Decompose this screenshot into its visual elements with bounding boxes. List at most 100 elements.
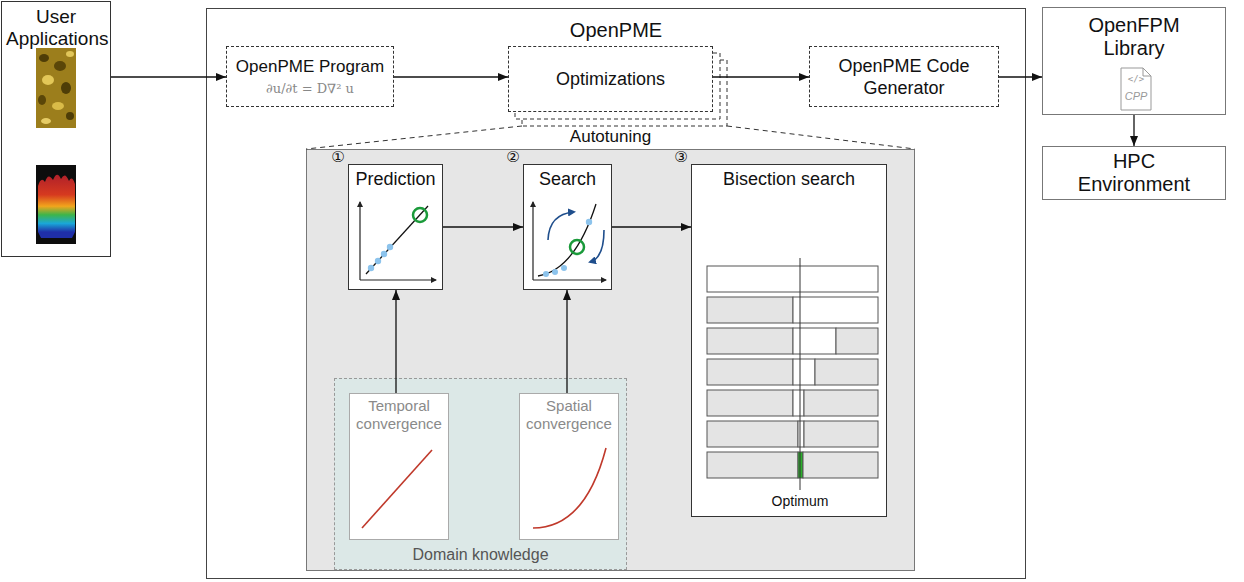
prediction-plot — [413, 208, 427, 222]
bisection-rows — [707, 266, 878, 292]
code-icon-text: </> — [1128, 74, 1144, 85]
bisection-rows — [798, 421, 804, 447]
bisection-rows — [836, 328, 878, 354]
bisection-rows — [804, 421, 878, 447]
foam-image — [36, 48, 76, 128]
process-box: OpenPME Code Generator — [809, 46, 999, 107]
node-label: User Applications — [6, 6, 106, 50]
knowledge-region: Domain knowledge Temporal convergence Spat… — [334, 378, 627, 570]
flow-arrow — [394, 76, 508, 77]
search-plot — [538, 204, 596, 276]
prediction-plot — [366, 206, 428, 274]
bisection-rows — [793, 390, 804, 416]
search-plot — [586, 219, 592, 225]
callout-number: ① — [331, 149, 344, 166]
zoom-line — [727, 126, 915, 149]
code-file-icon — [1143, 68, 1151, 76]
prediction-plot — [375, 258, 381, 264]
foam-image — [66, 112, 74, 120]
prediction-plot — [387, 244, 393, 250]
prediction-plot — [359, 202, 360, 280]
zoom-line — [306, 126, 522, 149]
simulation-image — [38, 175, 75, 232]
search-plot — [543, 271, 549, 277]
optimum-label: Optimum — [770, 493, 831, 510]
node-label: Temporal convergence — [354, 397, 444, 433]
flow-arrow — [1133, 115, 1134, 146]
node-label: OpenPME — [570, 18, 662, 42]
temporal-curve — [362, 450, 432, 528]
bisection-rows — [707, 328, 793, 354]
flow-arrow — [713, 76, 809, 77]
bisection-rows — [793, 297, 878, 323]
search-plot — [561, 265, 567, 271]
framework-box: OpenPME OpenPME Program∂u/∂t = D∇² u Optim… — [206, 8, 1026, 579]
bisection-rows — [707, 452, 798, 478]
search-plot — [533, 279, 606, 280]
simulation-image — [36, 165, 76, 244]
node-label: Domain knowledge — [412, 545, 548, 565]
bisection-rows — [803, 452, 878, 478]
flow-arrow — [443, 226, 523, 227]
node-label: OpenPME Code Generator — [819, 55, 989, 99]
optimum-line — [800, 258, 801, 490]
code-icon-text: CPP — [1125, 90, 1148, 103]
knowledge-card: Temporal convergence — [349, 393, 449, 540]
foam-image — [41, 118, 51, 124]
equation-text: ∂u/∂t = D∇² u — [266, 80, 354, 98]
callout-number: ② — [506, 149, 519, 166]
code-file-icon — [1121, 68, 1151, 110]
node-label: Prediction — [355, 168, 435, 190]
stacked-copy — [522, 60, 727, 126]
bisection-rows — [707, 421, 798, 447]
foam-image — [52, 102, 64, 110]
knowledge-card: Spatial convergence — [519, 393, 619, 540]
search-plot — [548, 212, 574, 240]
search-plot — [570, 240, 584, 254]
node-label: Bisection search — [723, 168, 855, 190]
stacked-copy — [515, 53, 727, 126]
foam-image — [36, 48, 76, 128]
search-plot — [552, 269, 558, 275]
foam-image — [54, 61, 66, 71]
process-box: Optimizations — [508, 46, 713, 112]
process-box: OpenPME Program∂u/∂t = D∇² u — [226, 46, 394, 107]
bisection-rows — [793, 359, 815, 385]
simulation-image — [36, 165, 76, 244]
foam-image — [39, 54, 49, 62]
step-box: Bisection search — [691, 164, 887, 517]
step-box: Search — [523, 164, 612, 290]
bisection-rows — [707, 359, 793, 385]
prediction-plot — [368, 265, 374, 271]
flow-arrow — [999, 76, 1042, 77]
foam-image — [61, 82, 71, 94]
bisection-rows — [793, 328, 836, 354]
application-box: User Applications — [1, 1, 111, 257]
prediction-plot — [381, 251, 387, 257]
node-label: Autotuning — [570, 126, 651, 147]
bisection-rows — [707, 266, 878, 478]
zoom-line — [306, 126, 915, 149]
foam-image — [42, 75, 54, 85]
flow-arrow — [612, 226, 691, 227]
bisection-rows — [707, 390, 793, 416]
node-label: HPC Environment — [1069, 150, 1199, 196]
flow-arrow — [395, 290, 396, 393]
node-label: Search — [539, 168, 596, 190]
node-label: Optimizations — [556, 68, 665, 90]
prediction-plot — [360, 279, 436, 280]
prediction-plot — [360, 202, 436, 280]
foam-image — [66, 51, 74, 57]
flow-arrow — [566, 290, 567, 393]
code-file-icon — [1121, 68, 1151, 110]
stacked-copy — [515, 53, 720, 119]
spatial-curve — [533, 448, 606, 528]
search-plot — [590, 230, 604, 262]
bisection-rows — [707, 297, 793, 323]
node-label: OpenFPM Library — [1079, 14, 1189, 60]
bisection-rows — [804, 390, 878, 416]
search-plot — [532, 202, 533, 280]
simulation-image — [38, 232, 75, 238]
callout-number: ③ — [674, 149, 687, 166]
